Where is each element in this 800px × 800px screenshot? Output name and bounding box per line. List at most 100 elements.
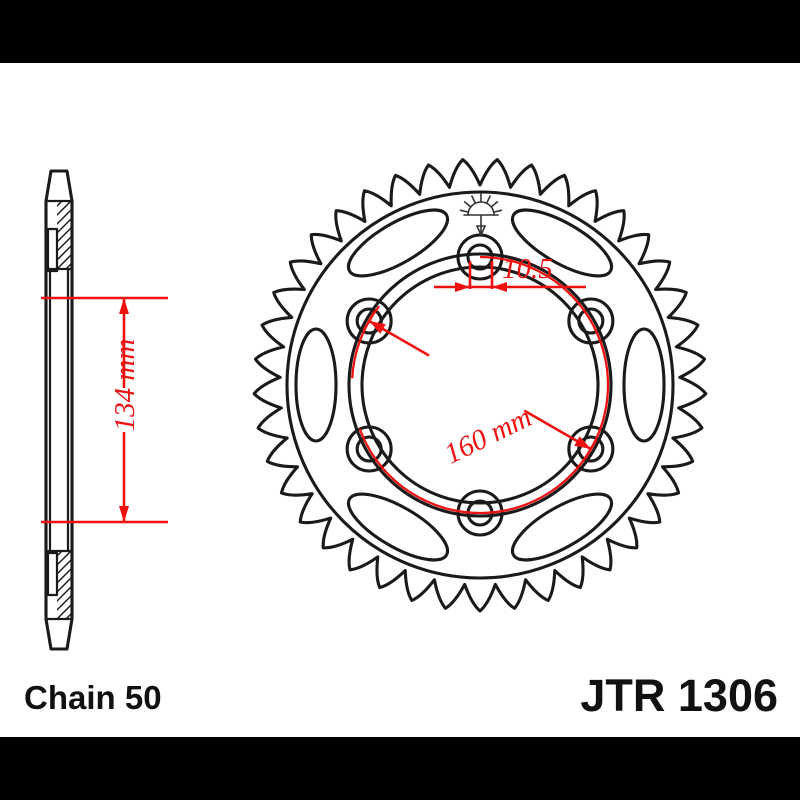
section-hatch-line	[0, 539, 47, 631]
section-hatch-line	[171, 189, 263, 281]
section-hatch-line	[216, 539, 308, 631]
sunburst-ray	[463, 201, 471, 208]
arrow-icon	[369, 321, 386, 334]
sunburst-icon	[459, 193, 503, 237]
hub-bore-circle	[360, 265, 600, 505]
section-hatch-line	[64, 261, 72, 269]
lightening-slots	[294, 208, 666, 562]
section-hatch-line	[63, 189, 155, 281]
section-hatch-line	[162, 539, 254, 631]
section-hatch-line	[261, 539, 353, 631]
sprocket-teeth-outline	[252, 158, 708, 613]
arrow-icon	[119, 298, 129, 314]
dimension-tick	[362, 310, 376, 332]
section-hatch-line	[198, 539, 290, 631]
leader-arrow-icon	[475, 225, 487, 237]
section-hatch-line	[90, 539, 182, 631]
section-hatch-line	[135, 539, 227, 631]
section-hatch-line	[198, 189, 290, 281]
section-silhouette	[44, 169, 74, 651]
section-hatch-line	[117, 539, 209, 631]
section-hatch-line	[144, 539, 236, 631]
section-hatch-line	[135, 189, 227, 281]
sunburst-dome	[467, 201, 495, 216]
arrow-icon	[574, 436, 591, 449]
lightening-slot	[346, 492, 450, 562]
bolt-hole	[567, 425, 615, 473]
bolt-hole-chamfer	[567, 425, 615, 473]
lightening-slot	[510, 208, 614, 278]
bolt-circle-leader	[362, 310, 598, 460]
section-hatch-line	[57, 216, 72, 235]
bolt-circle-dimension-text: 160 mm	[439, 401, 536, 470]
section-hatch-top	[0, 189, 344, 281]
letterbox-bottom	[0, 737, 800, 800]
section-hatch-line	[57, 225, 72, 244]
dimension-layer: 160 mm 10.5 134 mm	[41, 253, 610, 524]
lightening-slot	[510, 492, 614, 562]
section-hatch-line	[243, 539, 335, 631]
section-hatch-line	[180, 189, 272, 281]
section-hatch-line	[57, 551, 64, 558]
chain-size-label: Chain 50	[24, 679, 162, 716]
arrow-icon	[492, 282, 507, 292]
section-hatch-line	[117, 189, 209, 281]
section-hatch-line	[207, 189, 299, 281]
section-outline	[44, 169, 74, 651]
section-hatch-line	[108, 189, 200, 281]
bolt-hole-bore	[355, 435, 383, 463]
section-hatch-line	[0, 539, 29, 631]
arrow-icon	[119, 506, 129, 522]
section-hatch-line	[144, 189, 236, 281]
dimension-tick	[584, 438, 598, 460]
part-number-label: JTR 1306	[580, 670, 778, 721]
bolt-hole-chamfer	[345, 425, 393, 473]
lightening-slot	[346, 208, 450, 278]
section-hatch-line	[0, 189, 47, 281]
bolt-hole-chamfer	[567, 297, 615, 345]
sunburst-ray	[493, 209, 503, 213]
section-hatch-line	[0, 189, 29, 281]
bolt-hole	[567, 297, 615, 345]
section-hatch-line	[57, 201, 72, 217]
bolt-hole-dimension-lines	[434, 261, 586, 292]
section-hatch-line	[81, 539, 173, 631]
section-hatch-line	[225, 539, 317, 631]
bolt-hole	[345, 297, 393, 345]
bolt-hole-dimension-text: 10.5	[502, 253, 553, 285]
section-hatch-line	[57, 602, 72, 619]
section-step-notch	[46, 227, 59, 273]
sunburst-ray	[491, 201, 499, 208]
section-hatch-line	[252, 189, 344, 281]
section-hatch-line	[0, 189, 65, 281]
section-hatch-line	[99, 539, 191, 631]
section-hatch-line	[153, 539, 245, 631]
section-step-notch	[46, 551, 59, 597]
drawing-canvas: 160 mm 10.5 134 mm Chain 50 JTR 1306	[0, 63, 800, 737]
section-hatch-line	[57, 575, 72, 594]
section-hatch-line	[162, 189, 254, 281]
section-hatch-line	[72, 539, 164, 631]
dimension-bolt-circle: 160 mm	[351, 255, 610, 515]
section-hatch-line	[81, 189, 173, 281]
rim-inner-circle	[347, 252, 613, 518]
bolt-circle-arc	[358, 255, 610, 515]
section-hatch-line	[72, 189, 164, 281]
section-hatch-line	[57, 243, 72, 262]
section-hatch-line	[216, 189, 308, 281]
section-hatch-line	[57, 201, 64, 208]
section-hatch-line	[0, 189, 20, 281]
section-hatch-line	[0, 539, 20, 631]
bolt-hole	[345, 425, 393, 473]
section-hatch-line	[171, 539, 263, 631]
dimension-thickness: 134 mm	[41, 296, 168, 524]
bolt-hole-chamfer	[456, 489, 504, 537]
section-hatch-line	[108, 539, 200, 631]
letterbox-top	[0, 0, 800, 63]
rim-outer-circle	[285, 190, 675, 580]
section-view	[0, 169, 353, 651]
section-hatch-line	[252, 539, 344, 631]
section-hatch-line	[0, 539, 38, 631]
section-hatch-line	[189, 189, 281, 281]
section-hatch-line	[126, 539, 218, 631]
